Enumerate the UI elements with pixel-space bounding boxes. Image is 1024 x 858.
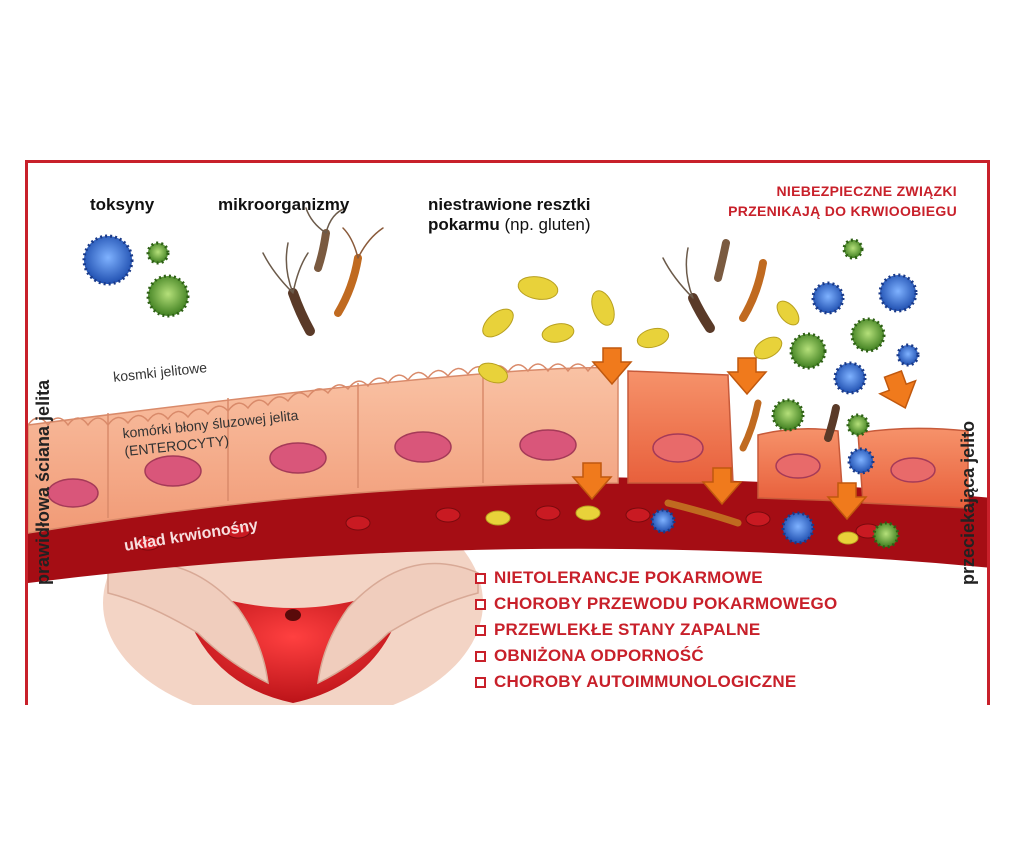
danger-heading: NIEBEZPIECZNE ZWIĄZKI PRZENIKAJĄ DO KRWI… (728, 181, 957, 221)
toxin-viruses-blue (82, 234, 920, 545)
condition-item: CHOROBY AUTOIMMUNOLOGICZNE (475, 669, 837, 695)
conditions-list: NIETOLERANCJE POKARMOWE CHOROBY PRZEWODU… (475, 565, 837, 695)
danger-line2: PRZENIKAJĄ DO KRWIOOBIEGU (728, 203, 957, 219)
undigested-line2: pokarmu (np. gluten) (428, 215, 591, 235)
condition-label: CHOROBY PRZEWODU POKARMOWEGO (494, 594, 838, 613)
microorganisms-label: mikroorganizmy (218, 195, 350, 214)
undigested-food-word: pokarmu (428, 215, 500, 234)
microorganisms (262, 207, 840, 527)
leaky-gut-label: przeciekająca jelito (958, 420, 978, 585)
healthy-enterocytes (28, 363, 619, 534)
condition-item: PRZEWLEKŁE STANY ZAPALNE (475, 617, 837, 643)
checkbox-icon (475, 624, 486, 636)
intestine-diagram (28, 207, 987, 705)
checkbox-icon (475, 598, 486, 610)
condition-label: CHOROBY AUTOIMMUNOLOGICZNE (494, 672, 797, 691)
condition-item: NIETOLERANCJE POKARMOWE (475, 565, 837, 591)
damaged-enterocytes (627, 370, 969, 509)
food-particles (478, 276, 859, 545)
healthy-wall-label: prawidłowa ściana jelita (33, 379, 53, 585)
danger-line1: NIEBEZPIECZNE ZWIĄZKI (776, 183, 957, 199)
undigested-example: (np. gluten) (499, 215, 591, 234)
toxins-label: toksyny (90, 195, 155, 214)
leak-arrows (571, 347, 917, 521)
blood-vessel (28, 476, 987, 583)
checkbox-icon (475, 572, 486, 584)
checkbox-icon (475, 650, 486, 662)
red-blood-cells (135, 505, 881, 551)
undigested-food-label: niestrawione resztki pokarmu (np. gluten… (428, 195, 591, 235)
condition-label: NIETOLERANCJE POKARMOWE (494, 568, 763, 587)
condition-label: PRZEWLEKŁE STANY ZAPALNE (494, 620, 761, 639)
toxin-viruses-green (146, 238, 900, 549)
condition-item: CHOROBY PRZEWODU POKARMOWEGO (475, 591, 837, 617)
condition-item: OBNIŻONA ODPORNOŚĆ (475, 643, 837, 669)
undigested-line1: niestrawione resztki (428, 195, 591, 214)
checkbox-icon (475, 676, 486, 688)
condition-label: OBNIŻONA ODPORNOŚĆ (494, 646, 704, 665)
diagram-frame: toksyny mikroorganizmy niestrawione resz… (25, 160, 990, 705)
